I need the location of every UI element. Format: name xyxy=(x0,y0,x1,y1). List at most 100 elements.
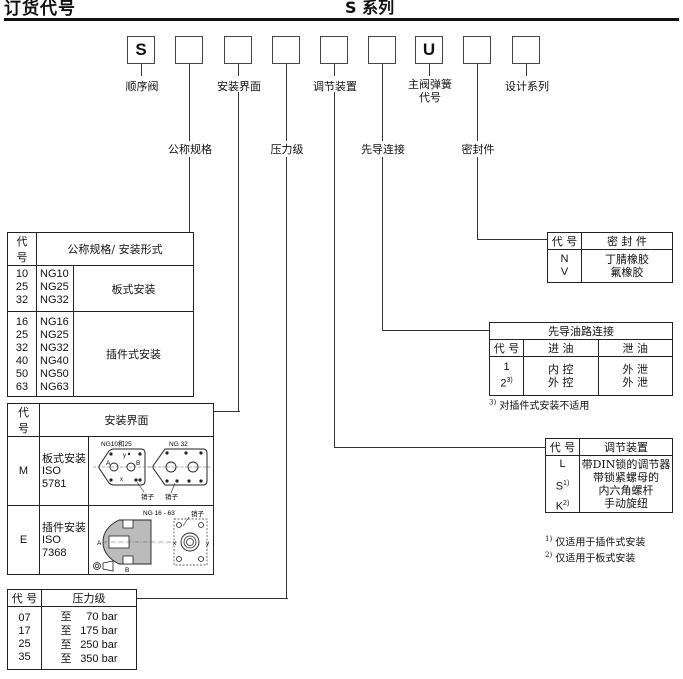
press-code: 35 xyxy=(18,651,31,663)
label-pressure: 压力级 xyxy=(262,141,312,157)
adj-code: L xyxy=(546,458,579,471)
iface-type: 板式安装 xyxy=(42,451,86,465)
size-col-code: 代 号 xyxy=(7,232,37,266)
adj-desc: 带DIN锁的调节器 xyxy=(581,458,671,471)
cartridge-mounting-diagram: NG 16 - 63 销子 A B x y xyxy=(93,509,210,574)
diagram-label-y: y xyxy=(123,453,126,459)
iface-standard: ISO 5781 xyxy=(42,464,67,490)
page-title: 订货代号 xyxy=(4,0,76,19)
press-value: 70 bar xyxy=(86,611,118,623)
diagram-label-a: A xyxy=(97,540,102,547)
adj-desc: 内六角螺杆 xyxy=(598,484,654,497)
seal-col-code: 代 号 xyxy=(547,232,582,250)
label-valve: 顺序阀 xyxy=(117,78,167,94)
size-ng: NG10 xyxy=(40,268,69,280)
adj-desc: 手动旋纽 xyxy=(604,497,648,510)
code-box-pressure xyxy=(272,36,300,64)
connector-line xyxy=(238,64,240,76)
size-table: 代 号 公称规格/ 安装形式 10 25 32 NG10 NG25 NG32 板… xyxy=(7,232,194,397)
port-a xyxy=(109,462,119,472)
iface-type: 插件安装 xyxy=(42,520,86,534)
label-spring-line2: 代号 xyxy=(419,91,441,104)
label-seal: 密封件 xyxy=(453,141,503,157)
footnote-ref: 2) xyxy=(563,500,570,507)
label-size: 公称规格 xyxy=(160,141,220,157)
pilot-code: 1 xyxy=(490,361,523,374)
port-b xyxy=(187,461,199,473)
iface-row-m: M 板式安装 ISO 5781 NG10和25 NG 32 A B y x xyxy=(7,436,214,506)
bolt-holes xyxy=(165,451,203,483)
size-code: 32 xyxy=(15,294,29,306)
press-code: 25 xyxy=(18,638,31,650)
connector-line xyxy=(334,64,336,76)
size-ng: NG25 xyxy=(40,281,69,293)
footnote-mark: 2) xyxy=(545,551,553,560)
seal-desc: 氟橡胶 xyxy=(610,266,644,279)
adj-desc: 带锁紧螺母的 xyxy=(593,471,659,484)
pilot-code-value: 1 xyxy=(503,361,510,373)
footnote-mark: 3) xyxy=(489,398,497,407)
adj-code: S1) xyxy=(546,471,579,497)
bolt-holes xyxy=(109,452,142,482)
header-rule xyxy=(4,18,679,21)
iface-standard: ISO 7368 xyxy=(42,533,67,559)
diagram-label-b: B xyxy=(136,460,140,467)
bolt-holes xyxy=(176,522,204,562)
size-group-cartridge: 16 25 32 40 50 63 NG16 NG25 NG32 NG40 NG… xyxy=(7,311,194,397)
footnote-mark: 1) xyxy=(545,535,553,543)
adj-code-value: L xyxy=(559,458,566,470)
seal-code: V xyxy=(560,266,569,278)
pilot-code-value: 2 xyxy=(500,377,507,390)
adj-col-code: 代 号 xyxy=(545,438,580,456)
diagram-label-ng32: NG 32 xyxy=(169,441,188,448)
size-code: 25 xyxy=(15,329,29,341)
iface-diagram-plate: NG10和25 NG 32 A B y x 销子 xyxy=(88,436,214,506)
connector-line xyxy=(429,64,431,76)
label-design: 设计系列 xyxy=(497,78,557,94)
pilot-footnote: 3) 对插件式安装不适用 xyxy=(489,397,589,412)
size-type: 插件式安装 xyxy=(73,311,194,397)
connector-line-adjust xyxy=(334,92,336,448)
press-prefix: 至 xyxy=(60,638,72,651)
press-prefix: 至 xyxy=(60,652,72,665)
press-prefix: 至 xyxy=(60,610,72,623)
iface-code: E xyxy=(7,505,40,575)
adj-col-desc: 调节装置 xyxy=(579,438,673,456)
label-pilot: 先导连接 xyxy=(353,141,413,157)
seal-desc: 丁腈橡胶 xyxy=(605,253,649,266)
size-code: 10 xyxy=(15,268,29,280)
footnote-ref: 3) xyxy=(506,377,513,384)
press-code: 17 xyxy=(18,625,31,637)
diagram-label-a: A xyxy=(106,460,111,467)
diagram-label-pin: 销子 xyxy=(141,492,155,501)
plate-mounting-diagram: NG10和25 NG 32 A B y x 销子 xyxy=(93,439,211,501)
adjust-footnotes: 1) 仅适用于插件式安装 2) 仅适用于板式安装 xyxy=(545,533,645,566)
size-code: 16 xyxy=(15,316,29,328)
code-box-size xyxy=(175,36,203,64)
port-a xyxy=(165,461,177,473)
connector-line-adjust-h xyxy=(334,447,545,449)
press-code: 07 xyxy=(18,612,31,624)
size-col-desc: 公称规格/ 安装形式 xyxy=(36,232,194,266)
press-row: 至 70 bar xyxy=(42,610,136,624)
connector-line-pilot-h xyxy=(382,330,489,332)
iface-row-e: E 插件安装 ISO 7368 NG 16 - 63 销子 A B x y xyxy=(7,505,214,575)
size-ng: NG50 xyxy=(40,368,69,380)
size-code: 50 xyxy=(15,368,29,380)
plate-outline xyxy=(152,448,208,486)
size-ng: NG40 xyxy=(40,355,69,367)
size-group-plate: 10 25 32 NG10 NG25 NG32 板式安装 xyxy=(7,265,194,312)
size-code: 32 xyxy=(15,342,29,354)
pilot-code: 23) xyxy=(490,374,523,391)
iface-col-desc: 安装界面 xyxy=(39,403,214,437)
label-interface: 安装界面 xyxy=(209,78,269,94)
adjust-table: 代 号 调节装置 L S1) K2) 带DIN锁的调节器 带锁紧螺母的 内六角螺… xyxy=(545,438,673,513)
press-value: 350 bar xyxy=(80,653,118,665)
footnote: 2) 仅适用于板式安装 xyxy=(545,549,645,565)
interface-table: 代 号 安装界面 M 板式安装 ISO 5781 NG10和25 NG 32 A… xyxy=(7,403,214,575)
code-box-adjust xyxy=(320,36,348,64)
label-spring-line1: 主阀弹簧 xyxy=(408,78,452,91)
cavity-outline xyxy=(173,518,208,566)
